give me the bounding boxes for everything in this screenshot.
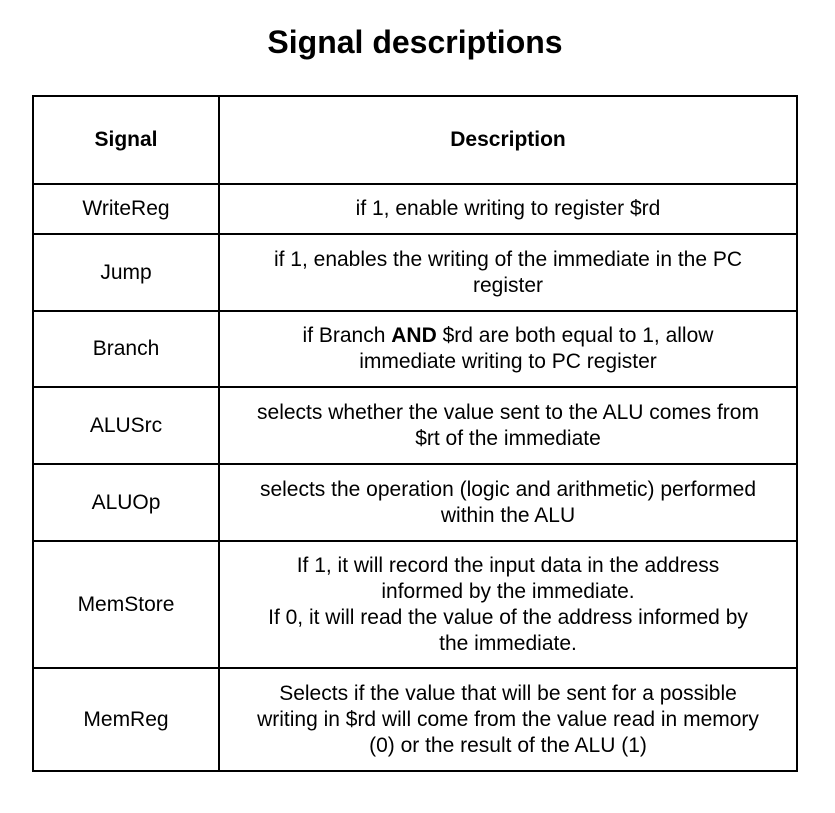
description-line: the immediate.	[439, 631, 577, 655]
description-line: selects the operation (logic and arithme…	[259, 477, 757, 501]
table-row: MemReg Selects if the value that will be…	[32, 667, 798, 772]
signal-cell: WriteReg	[32, 183, 220, 235]
description-line: Selects if the value that will be sent f…	[279, 681, 737, 705]
description-cell: If 1, it will record the input data in t…	[218, 540, 798, 669]
description-line: if 1, enables the writing of the immedia…	[273, 247, 743, 271]
header-signal: Signal	[32, 95, 220, 185]
signal-table: Signal Description WriteReg if 1, enable…	[32, 95, 798, 772]
description-line: if Branch AND $rd are both equal to 1, a…	[228, 323, 788, 349]
description-line: selects whether the value sent to the AL…	[257, 400, 759, 424]
table-header-row: Signal Description	[32, 95, 798, 185]
description-text: $rd are both equal to 1, allow	[436, 324, 714, 347]
description-line: $rt of the immediate	[415, 426, 601, 450]
signal-cell: ALUOp	[32, 463, 220, 542]
description-line: If 1, it will record the input data in t…	[296, 553, 720, 577]
description-line: (0) or the result of the ALU (1)	[369, 733, 647, 757]
description-line: register	[472, 273, 544, 297]
description-cell: selects whether the value sent to the AL…	[218, 386, 798, 465]
description-line: within the ALU	[440, 503, 576, 527]
table-row: MemStore If 1, it will record the input …	[32, 540, 798, 669]
signal-cell: MemReg	[32, 667, 220, 772]
description-line: informed by the immediate.	[381, 579, 635, 603]
description-line: If 0, it will read the value of the addr…	[268, 605, 748, 629]
description-line: immediate writing to PC register	[359, 350, 657, 373]
description-text: if Branch	[302, 324, 392, 347]
signal-cell: Branch	[32, 310, 220, 388]
header-description: Description	[218, 95, 798, 185]
table-row: Branch if Branch AND $rd are both equal …	[32, 310, 798, 388]
table-row: Jump if 1, enables the writing of the im…	[32, 233, 798, 312]
page-title: Signal descriptions	[267, 24, 563, 60]
signal-cell: ALUSrc	[32, 386, 220, 465]
signal-cell: MemStore	[32, 540, 220, 669]
description-cell: if 1, enable writing to register $rd	[218, 183, 798, 235]
description-cell: Selects if the value that will be sent f…	[218, 667, 798, 772]
description-line: if 1, enable writing to register $rd	[355, 197, 661, 220]
signal-cell: Jump	[32, 233, 220, 312]
table-row: ALUOp selects the operation (logic and a…	[32, 463, 798, 542]
description-cell: if Branch AND $rd are both equal to 1, a…	[218, 310, 798, 388]
description-cell: if 1, enables the writing of the immedia…	[218, 233, 798, 312]
description-cell: selects the operation (logic and arithme…	[218, 463, 798, 542]
table-row: ALUSrc selects whether the value sent to…	[32, 386, 798, 465]
description-line: writing in $rd will come from the value …	[257, 707, 759, 731]
bold-keyword: AND	[391, 324, 437, 347]
table-row: WriteReg if 1, enable writing to registe…	[32, 183, 798, 235]
